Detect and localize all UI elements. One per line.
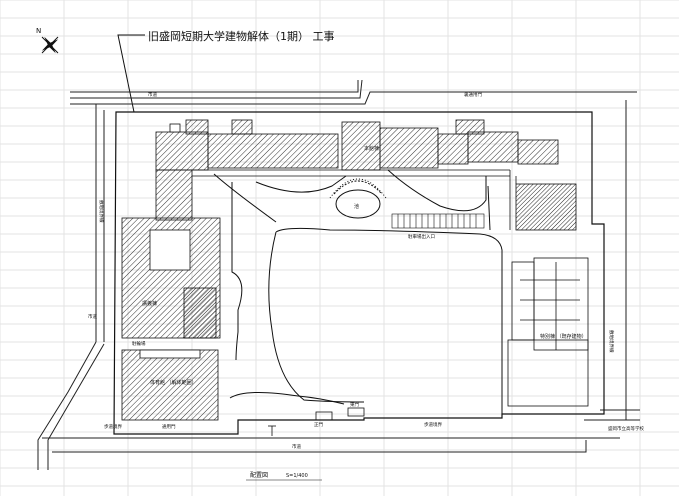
site-boundary (113, 111, 605, 435)
drawing-caption: 配置図 (250, 472, 268, 479)
south-gates (268, 407, 365, 436)
courtyard-lines (213, 169, 503, 414)
boundary-east-label: 敷地境界線 (608, 330, 615, 353)
road-west-label: 市道 (88, 313, 97, 320)
road-north-label: 市道 (148, 91, 157, 98)
gate-main-label: 正門 (314, 422, 323, 428)
sidewalk-s-label: 歩道境界 (424, 421, 442, 428)
se-note-label: 盛岡市立高等学校 (608, 425, 644, 432)
gate-east-label: 東門 (350, 401, 359, 408)
sidewalk-sw-label: 歩道境界 (104, 423, 122, 430)
north-arrow-icon: N (36, 27, 59, 54)
road-lines (37, 79, 640, 470)
boundary-west-label: 敷地境界線 (98, 200, 105, 223)
west-building-label: 講義棟 (142, 300, 157, 307)
gym-building (121, 349, 219, 421)
road-south-label: 市道 (292, 443, 301, 450)
north-building (155, 119, 577, 231)
gate-north-label: 裏通用門 (464, 91, 482, 98)
east-building-label: 特別棟 （既存建物） (540, 333, 587, 340)
steps (391, 213, 485, 229)
west-building (121, 217, 221, 339)
north-label: N (36, 27, 41, 35)
pond-label: 池 (354, 203, 359, 210)
gym-parking-label: 駐輪場 (132, 340, 146, 347)
gym-label: 体育館 （解体範囲） (150, 379, 197, 386)
drawing-scale: S=1/400 (286, 473, 308, 479)
plaza-label: 駐車場出入口 (408, 233, 435, 240)
east-building (507, 257, 589, 407)
north-building-label: 本館棟 (364, 145, 379, 152)
pond (329, 178, 387, 219)
drawing-title: 旧盛岡短期大学建物解体（1期） 工事 (148, 29, 335, 43)
title-leader-line (117, 34, 145, 113)
corridor-lines (192, 169, 517, 230)
gate-sw-label: 通用門 (162, 423, 176, 430)
